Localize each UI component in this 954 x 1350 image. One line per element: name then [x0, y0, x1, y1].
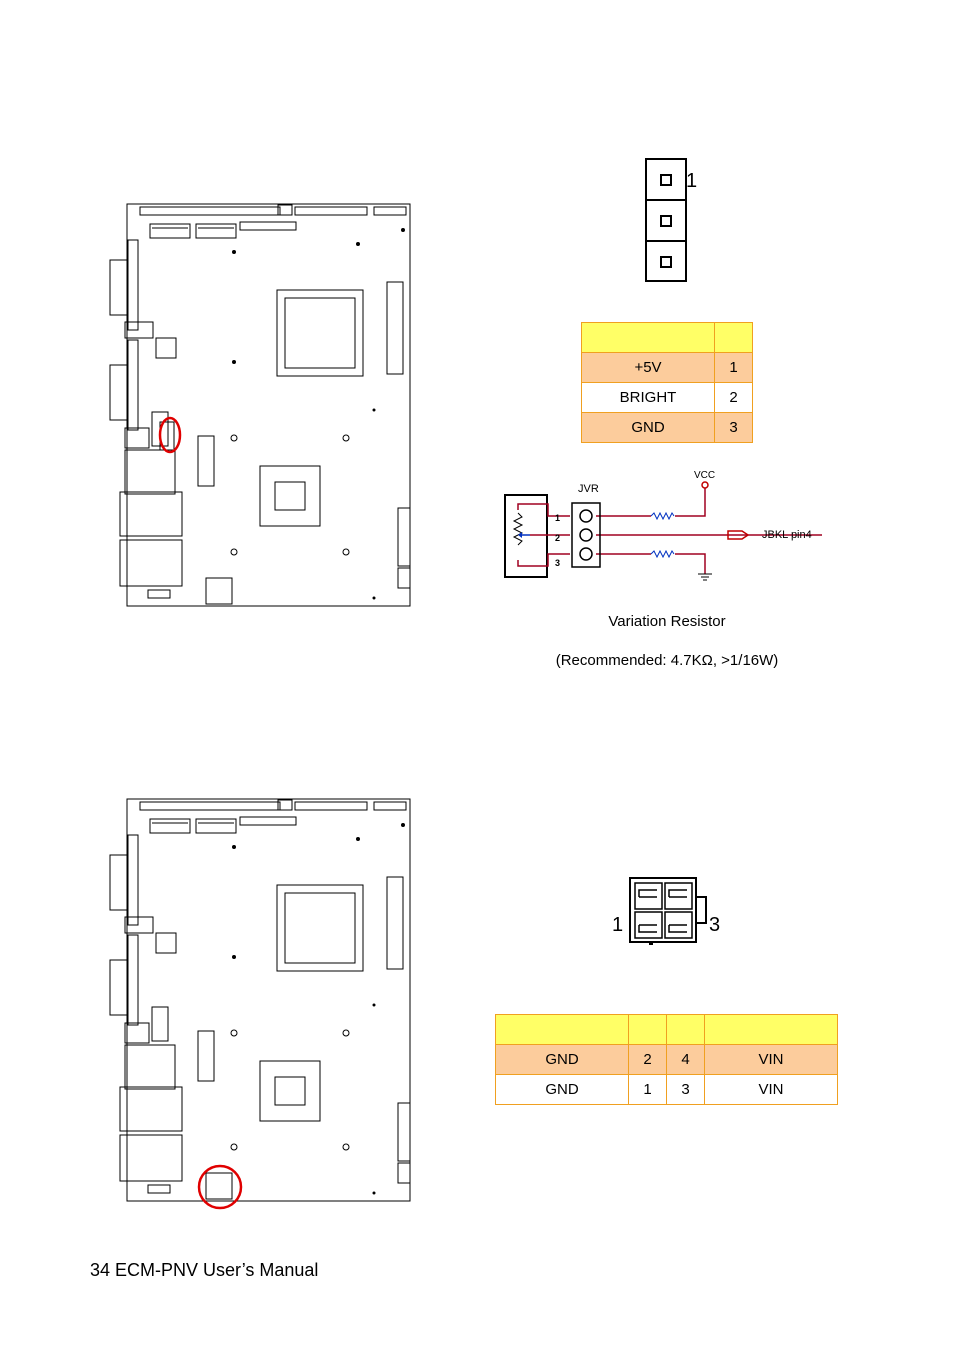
jumper-pinout-diagram: [645, 158, 687, 282]
table-cell: 1: [628, 1074, 667, 1105]
table-header: [704, 1014, 838, 1045]
caption-line-2: (Recommended: 4.7KΩ, >1/16W): [555, 652, 779, 669]
power-pin1-label: 1: [612, 914, 624, 936]
caption-line-1: Variation Resistor: [608, 613, 726, 630]
vcc-label: VCC: [694, 470, 716, 481]
table-cell: 2: [628, 1044, 667, 1075]
table-cell: GND: [495, 1044, 629, 1075]
pin1-label: 1: [686, 170, 698, 192]
highlight-circle: [197, 1164, 243, 1210]
table-header: [495, 1014, 629, 1045]
table-cell: GND: [495, 1074, 629, 1105]
table-cell: VIN: [704, 1074, 838, 1105]
table-cell: 3: [714, 412, 753, 443]
table-header: [628, 1014, 667, 1045]
table-cell: GND: [581, 412, 715, 443]
table-cell: 3: [666, 1074, 705, 1105]
schematic-pin-label: 3: [555, 558, 561, 568]
jvr-label: JVR: [578, 483, 599, 495]
power-connector-diagram: [629, 877, 707, 945]
table-cell: 2: [714, 382, 753, 413]
table-cell: +5V: [581, 352, 715, 383]
highlight-circle: [158, 416, 182, 454]
board-diagram-bottom: [109, 798, 411, 1210]
brightness-schematic: [504, 481, 822, 581]
schematic-pin-label: 1: [555, 513, 561, 523]
schematic-pin-label: 2: [555, 533, 561, 543]
table-cell: BRIGHT: [581, 382, 715, 413]
table-cell: 1: [714, 352, 753, 383]
table-header-pin: [714, 322, 753, 353]
jbkl-label: JBKL pin4: [762, 529, 812, 541]
table-header-signal: [581, 322, 715, 353]
table-cell: 4: [666, 1044, 705, 1075]
page-footer: 34 ECM-PNV User’s Manual: [90, 1260, 319, 1280]
board-diagram-top: [109, 203, 411, 607]
table-cell: VIN: [704, 1044, 838, 1075]
table-header: [666, 1014, 705, 1045]
power-pin3-label: 3: [709, 914, 721, 936]
